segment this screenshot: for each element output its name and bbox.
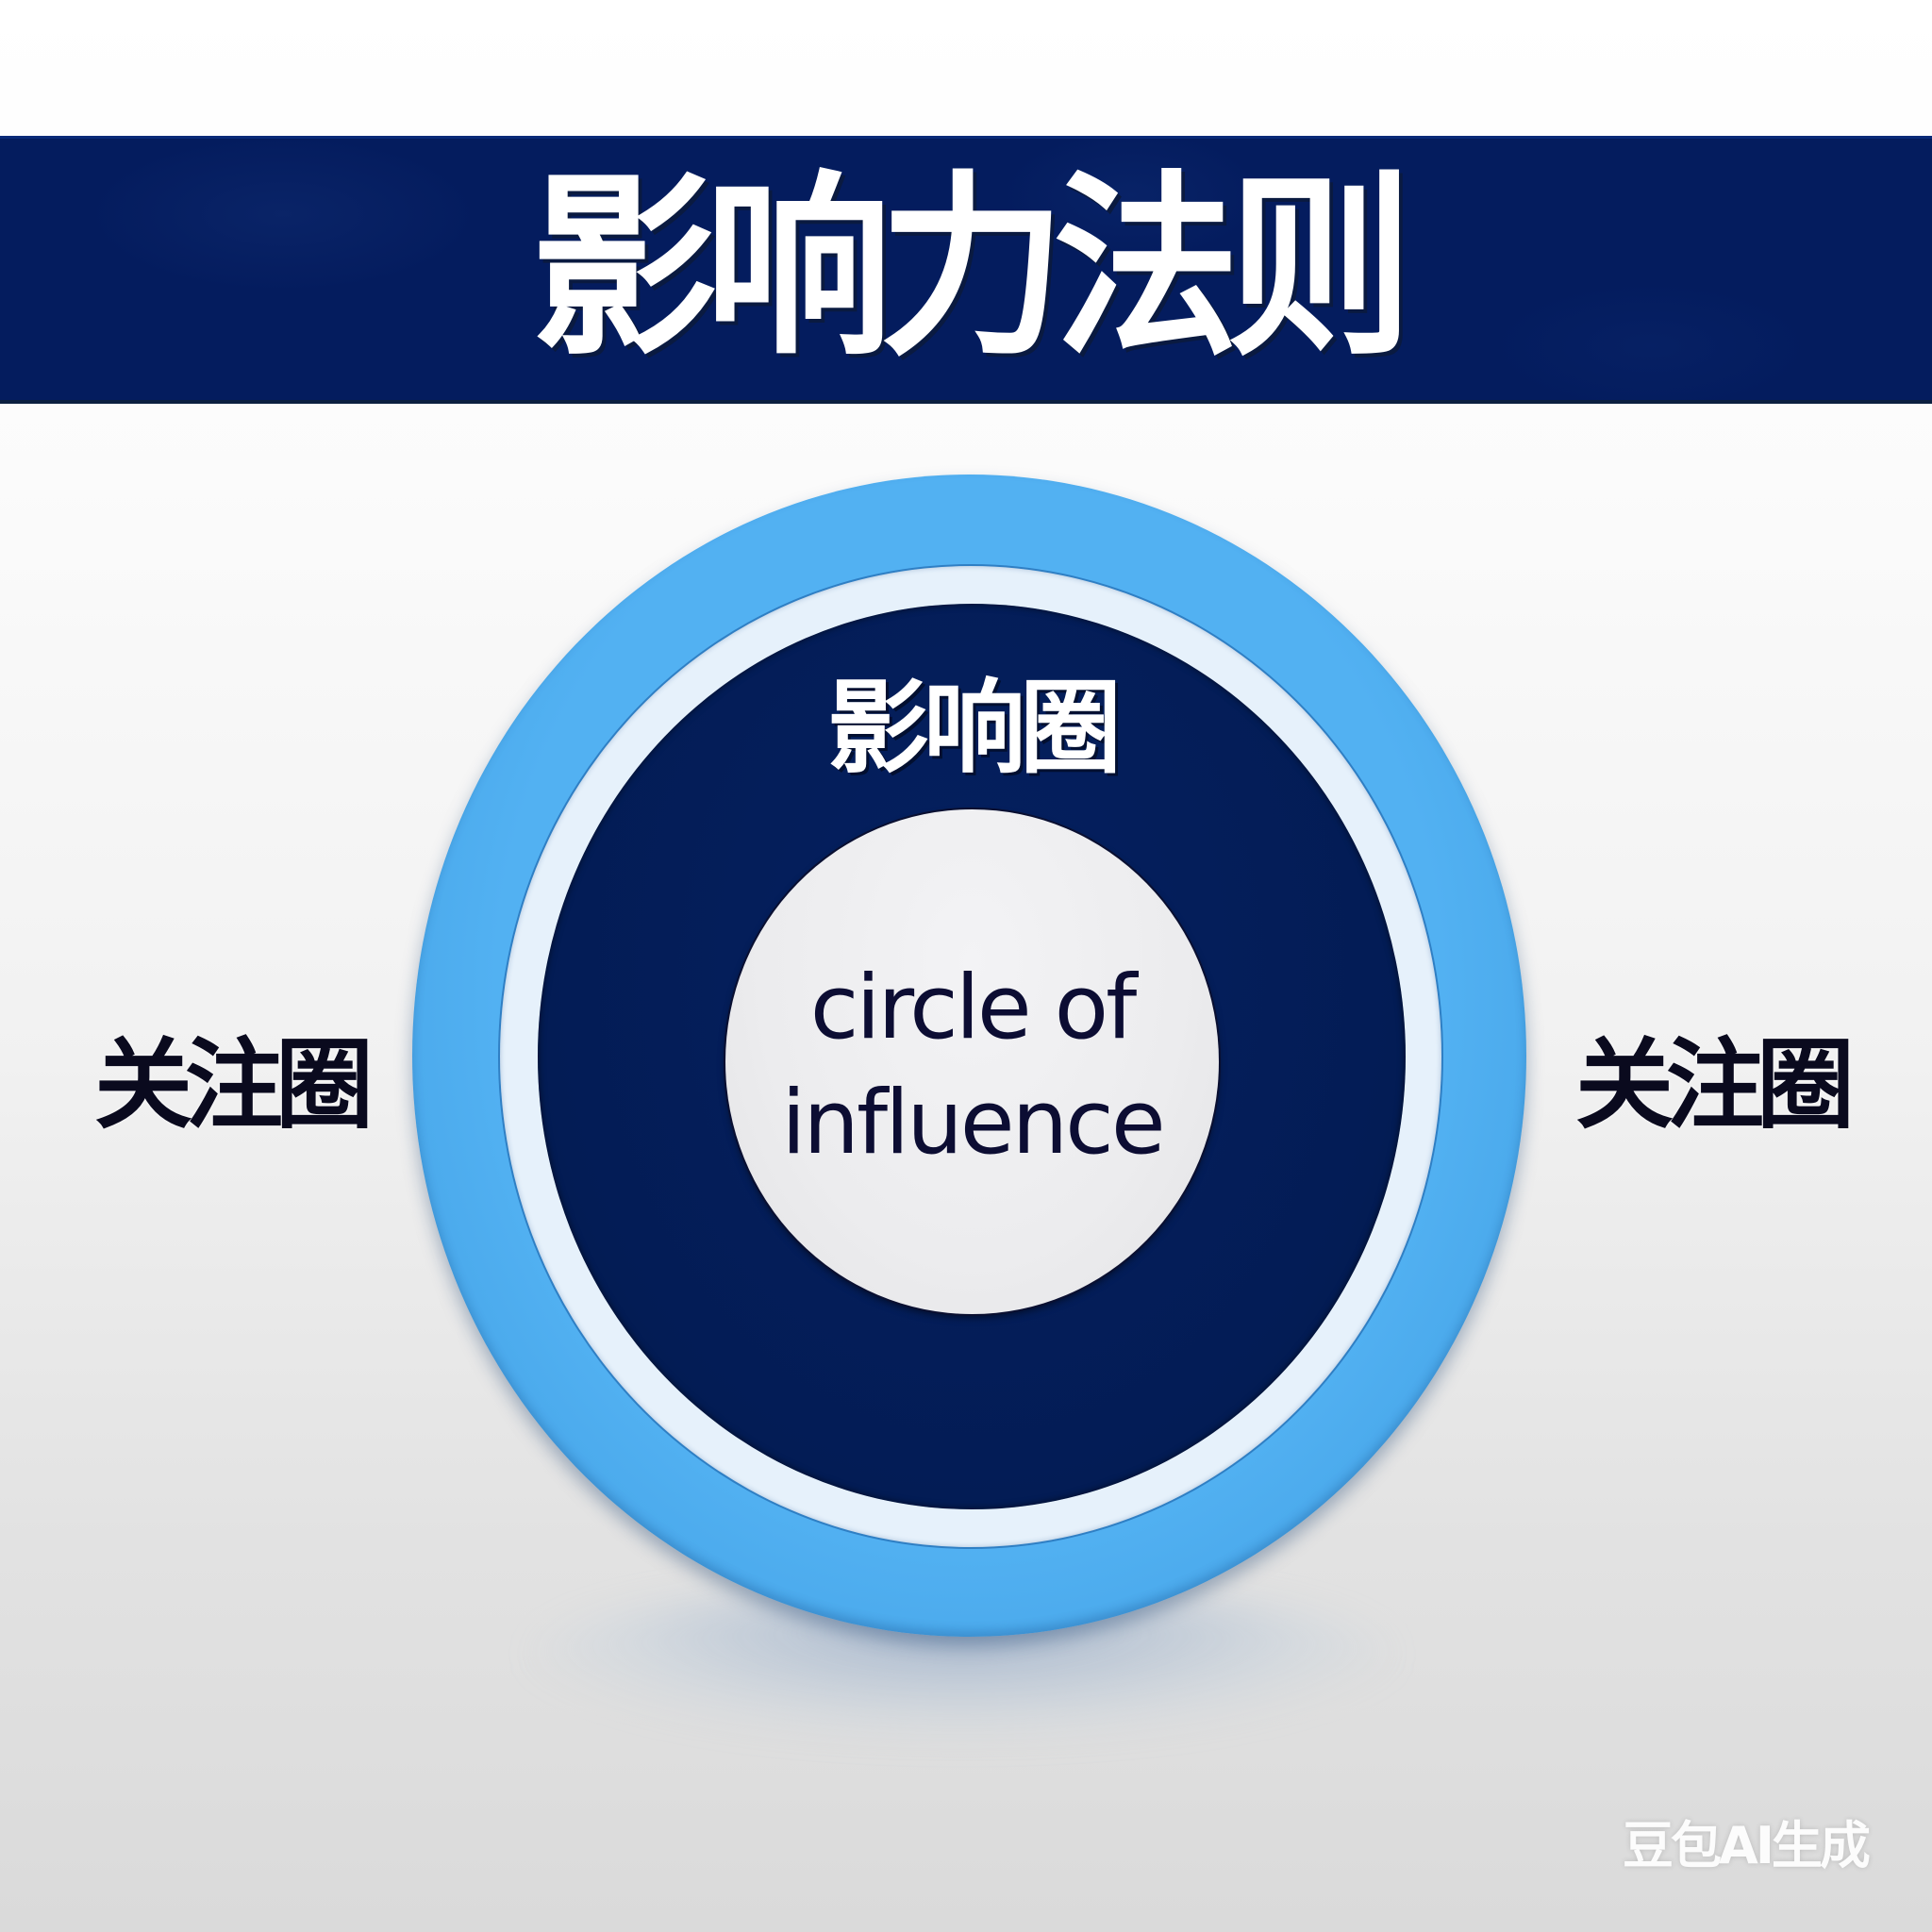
concern-label-left: 关注圈: [93, 1027, 374, 1142]
inner-circle-line-1: circle of: [809, 957, 1138, 1059]
ai-watermark: 豆包AI生成: [1623, 1816, 1871, 1875]
inner-circle-line-2: influence: [781, 1072, 1165, 1174]
inner-circle-text: circle of influence: [725, 951, 1219, 1181]
concern-label-right: 关注圈: [1574, 1027, 1855, 1142]
influence-ring-label: 影响圈: [826, 670, 1122, 788]
title-banner: 影响力法则: [0, 136, 1932, 404]
inner-circle: [725, 809, 1219, 1314]
page-title: 影响力法则: [531, 155, 1413, 383]
